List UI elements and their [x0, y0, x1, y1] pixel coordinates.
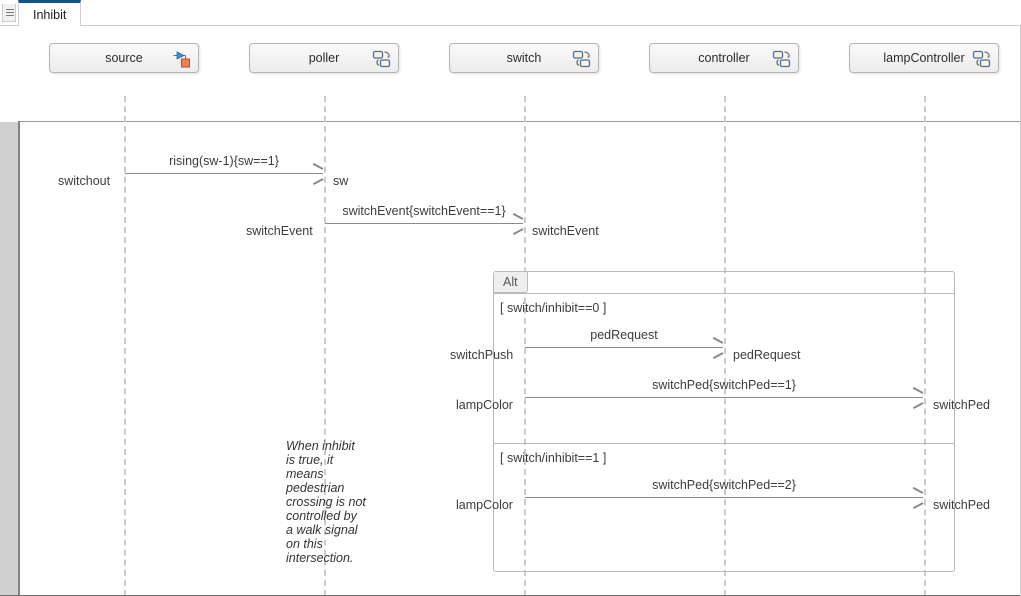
fragment-operand-separator — [494, 443, 954, 444]
port-label-switchevent-in: switchEvent — [532, 224, 599, 238]
lifeline-head-label: controller — [698, 51, 750, 65]
lifeline-head-label: lampController — [883, 51, 965, 65]
fragment-operator-label: Alt — [494, 272, 528, 293]
lifeline-head-controller[interactable]: controller — [649, 43, 799, 73]
tab-inhibit[interactable]: Inhibit — [18, 0, 82, 26]
diagram-note[interactable]: When inhibit is true, it means pedestria… — [286, 439, 366, 565]
message-label-switchevent: switchEvent{switchEvent==1} — [342, 204, 506, 218]
canvas-gutter — [0, 122, 18, 596]
message-line[interactable] — [525, 397, 923, 398]
message-label-pedrequest: pedRequest — [590, 328, 658, 342]
lifeline-head-switch[interactable]: switch — [449, 43, 599, 73]
lifeline-lampcontroller — [924, 96, 926, 596]
port-label-lampcolor-1: lampColor — [456, 398, 513, 412]
port-label-sw: sw — [333, 174, 349, 188]
lifeline-source — [124, 96, 126, 596]
lifeline-controller — [724, 96, 726, 596]
message-label-switchped-1: switchPed{switchPed==1} — [652, 378, 796, 392]
stateflow-chart-icon — [972, 49, 992, 69]
lifeline-head-lampcontroller[interactable]: lampController — [849, 43, 999, 73]
stateflow-chart-icon — [372, 49, 392, 69]
port-label-switchped-2: switchPed — [933, 498, 990, 512]
port-label-switchpush: switchPush — [450, 348, 514, 362]
stateflow-chart-icon — [572, 49, 592, 69]
port-label-switchevent-out: switchEvent — [246, 224, 313, 238]
fragment-header-separator — [494, 293, 954, 294]
port-label-lampcolor-2: lampColor — [456, 498, 513, 512]
stateflow-chart-icon — [772, 49, 792, 69]
diagram-canvas[interactable]: source poller — [0, 26, 1021, 596]
message-line[interactable] — [525, 347, 723, 348]
tab-bar: Inhibit — [0, 0, 1021, 26]
lifeline-switch — [524, 96, 526, 596]
port-label-pedrequest: pedRequest — [733, 348, 801, 362]
message-line[interactable] — [125, 173, 323, 174]
lifeline-poller — [324, 96, 326, 596]
canvas-gutter-divider — [18, 121, 20, 596]
message-line[interactable] — [525, 497, 923, 498]
simulink-source-block-icon — [172, 49, 192, 69]
message-line[interactable] — [325, 223, 523, 224]
lifeline-head-label: switch — [506, 51, 542, 65]
lifeline-head-label: source — [105, 51, 143, 65]
lifeline-head-label: poller — [308, 51, 340, 65]
combined-fragment-alt[interactable]: Alt — [493, 271, 955, 572]
guard-condition-operand-2: [ switch/inhibit==1 ] — [500, 451, 607, 465]
message-label-switchped-2: switchPed{switchPed==2} — [652, 478, 796, 492]
lifeline-head-poller[interactable]: poller — [249, 43, 399, 73]
port-label-switchped-1: switchPed — [933, 398, 990, 412]
guard-condition-operand-1: [ switch/inhibit==0 ] — [500, 301, 607, 315]
tab-list-icon[interactable] — [2, 4, 16, 22]
message-label-rising: rising(sw-1){sw==1} — [169, 154, 279, 168]
port-label-switchout: switchout — [58, 174, 111, 188]
lifeline-header-separator — [20, 121, 1021, 122]
tab-label: Inhibit — [33, 7, 67, 22]
lifeline-head-source[interactable]: source — [49, 43, 199, 73]
